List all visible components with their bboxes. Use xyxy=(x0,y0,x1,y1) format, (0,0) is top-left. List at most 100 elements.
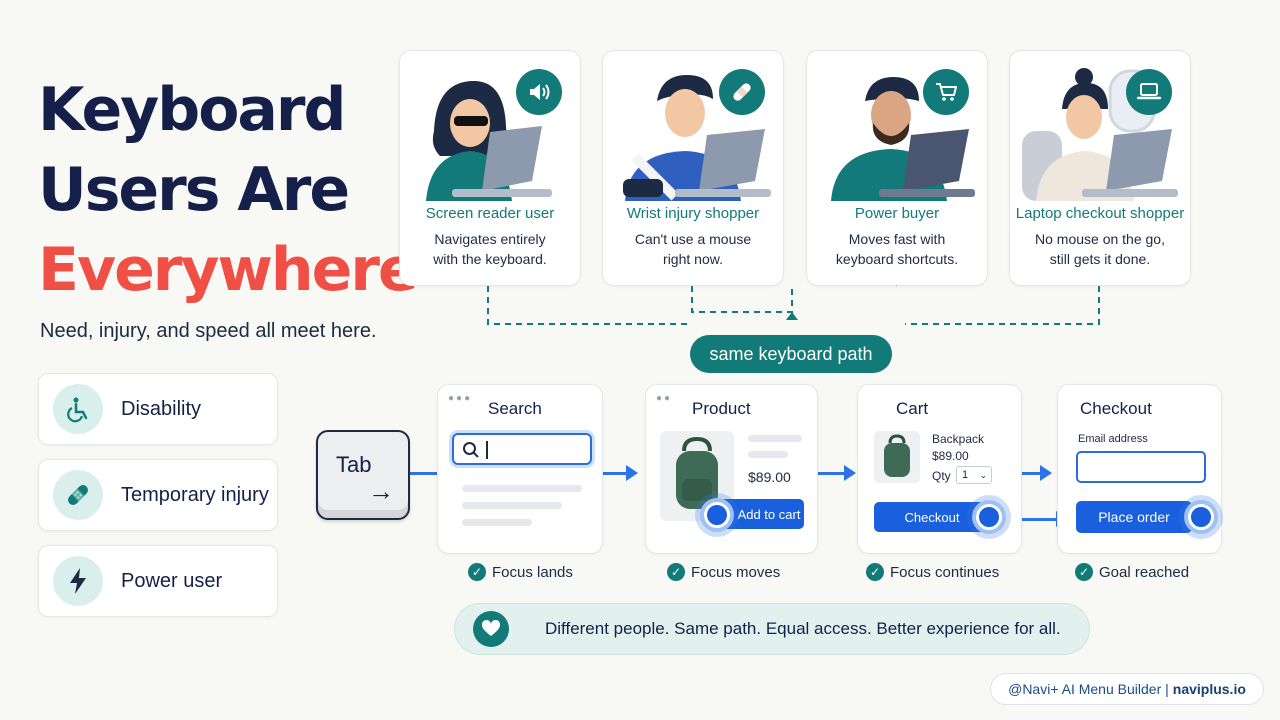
persona-power-buyer: Power buyer Moves fast with keyboard sho… xyxy=(806,50,988,286)
reason-disability: Disability xyxy=(38,373,278,445)
lightning-icon xyxy=(53,556,103,606)
step-checkout: Checkout Email address Place order xyxy=(1057,384,1222,554)
persona-laptop-checkout-shopper: Laptop checkout shopper No mouse on the … xyxy=(1009,50,1191,286)
placeholder-line xyxy=(462,519,532,526)
arrow-icon xyxy=(844,465,856,481)
persona-desc-line: Navigates entirely xyxy=(434,231,546,247)
persona-wrist-injury-shopper: Wrist injury shopper Can't use a mouse r… xyxy=(602,50,784,286)
persona-description: Navigates entirely with the keyboard. xyxy=(414,229,566,269)
cart-item-image xyxy=(874,431,920,483)
persona-name: Laptop checkout shopper xyxy=(1015,205,1185,222)
focus-indicator xyxy=(1188,504,1214,530)
status-text: Goal reached xyxy=(1099,563,1190,581)
subtitle: Need, injury, and speed all meet here. xyxy=(40,320,377,342)
add-to-cart-button[interactable]: Add to cart xyxy=(720,499,804,529)
cart-item-name: Backpack xyxy=(932,432,985,446)
product-price: $89.00 xyxy=(748,469,791,485)
headline-line-1: Keyboard xyxy=(38,75,346,145)
status-goal-reached: ✓ Goal reached xyxy=(1075,563,1189,581)
persona-description: Can't use a mouse right now. xyxy=(617,229,769,269)
step-cart: Cart Backpack $89.00 Qty 1 ⌄ Checkout xyxy=(857,384,1022,554)
credit-site: naviplus.io xyxy=(1172,681,1246,697)
persona-name: Power buyer xyxy=(854,205,940,222)
check-icon: ✓ xyxy=(667,563,685,581)
reason-temporary-injury: Temporary injury xyxy=(38,459,278,531)
arrow-icon xyxy=(626,465,638,481)
place-order-button[interactable]: Place order xyxy=(1076,501,1192,533)
connector-tab-search xyxy=(410,472,450,475)
step-title: Product xyxy=(692,399,751,418)
step-title: Checkout xyxy=(1080,399,1152,418)
chevron-down-icon: ⌄ xyxy=(979,470,987,480)
status-focus-continues: ✓ Focus continues xyxy=(866,563,999,581)
persona-desc-line: keyboard shortcuts. xyxy=(835,251,959,267)
email-label: Email address xyxy=(1078,433,1148,445)
laptop-icon xyxy=(1126,69,1172,115)
qty-value: 1 xyxy=(962,469,969,481)
connector-cart-checkout xyxy=(1022,472,1042,475)
status-focus-moves: ✓ Focus moves xyxy=(667,563,780,581)
headline: Keyboard Users Are Everywhere xyxy=(38,70,419,310)
window-dots: ●●● xyxy=(448,393,473,404)
search-input[interactable] xyxy=(452,433,592,465)
power-buyer-illustration xyxy=(831,77,975,201)
laptop-checkout-shopper-illustration xyxy=(1022,68,1178,201)
reason-label: Disability xyxy=(121,397,202,420)
headline-line-2: Users Are xyxy=(38,155,350,225)
checkout-button[interactable]: Checkout xyxy=(874,502,990,532)
persona-description: No mouse on the go, still gets it done. xyxy=(1024,229,1176,269)
persona-desc-line: right now. xyxy=(663,251,723,267)
step-search: ●●● Search xyxy=(437,384,603,554)
headline-line-3: Everywhere xyxy=(38,235,419,305)
persona-name: Screen reader user xyxy=(425,205,555,222)
persona-desc-line: No mouse on the go, xyxy=(1035,231,1165,247)
wrist-injury-shopper-illustration xyxy=(623,75,771,201)
persona-name: Wrist injury shopper xyxy=(626,205,760,222)
persona-desc-line: Can't use a mouse xyxy=(634,231,752,247)
placeholder-line xyxy=(462,485,582,492)
cart-item-price: $89.00 xyxy=(932,449,969,463)
tab-key: Tab → xyxy=(316,430,410,520)
focus-indicator xyxy=(976,504,1002,530)
credit-brand: @Navi+ AI Menu Builder | xyxy=(1008,681,1169,697)
step-title: Cart xyxy=(896,399,929,418)
arrow-icon xyxy=(1040,465,1052,481)
banner-text: Different people. Same path. Equal acces… xyxy=(545,619,1061,638)
connector-search-product xyxy=(600,472,628,475)
persona-desc-line: Moves fast with xyxy=(848,231,946,247)
reason-label: Power user xyxy=(121,569,223,592)
status-text: Focus moves xyxy=(691,563,781,581)
screen-reader-user-illustration xyxy=(426,81,552,201)
summary-banner: Different people. Same path. Equal acces… xyxy=(454,603,1090,655)
focus-indicator xyxy=(704,502,730,528)
backpack-icon xyxy=(676,436,718,509)
check-icon: ✓ xyxy=(468,563,486,581)
persona-desc-line: with the keyboard. xyxy=(433,251,547,267)
same-keyboard-path-label: same keyboard path xyxy=(690,335,892,373)
search-icon xyxy=(463,442,479,458)
placeholder-line xyxy=(748,435,802,442)
check-icon: ✓ xyxy=(1075,563,1093,581)
credit-badge: @Navi+ AI Menu Builder | naviplus.io xyxy=(990,673,1264,705)
window-dots: ●● xyxy=(656,393,673,404)
speaker-icon xyxy=(516,69,562,115)
text-cursor xyxy=(486,441,488,459)
persona-desc-line: still gets it done. xyxy=(1049,251,1151,267)
step-product: ●● Product $89.00 Add to cart xyxy=(645,384,818,554)
placeholder-line xyxy=(462,502,562,509)
placeholder-line xyxy=(748,451,788,458)
email-field[interactable] xyxy=(1076,451,1206,483)
qty-select[interactable]: 1 ⌄ xyxy=(956,466,992,484)
persona-screen-reader-user: Screen reader user Navigates entirely wi… xyxy=(399,50,581,286)
cart-icon xyxy=(923,69,969,115)
status-text: Focus continues xyxy=(890,563,1000,581)
status-focus-lands: ✓ Focus lands xyxy=(468,563,573,581)
connector-product-cart xyxy=(818,472,846,475)
bandage-icon xyxy=(53,470,103,520)
tab-key-label: Tab xyxy=(336,452,372,477)
reason-power-user: Power user xyxy=(38,545,278,617)
bandage-icon xyxy=(719,69,765,115)
qty-label: Qty xyxy=(932,469,951,483)
tab-arrow-icon: → xyxy=(368,476,394,506)
